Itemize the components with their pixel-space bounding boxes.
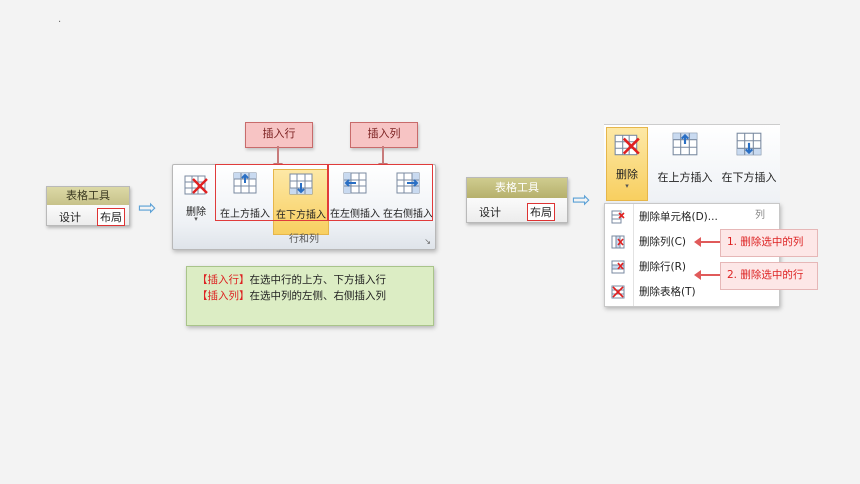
right-insert-above-icon <box>672 132 698 156</box>
annotation-arrow-column <box>694 237 720 247</box>
table-tools-tabs: 设计 布局 <box>47 205 129 226</box>
insert-row-highlight-frame <box>215 164 329 221</box>
delete-table-icon <box>184 175 208 195</box>
tab-design[interactable]: 设计 <box>59 211 81 224</box>
menu-item-delete-row[interactable]: 删除行(R) <box>605 256 779 278</box>
right-tab-design[interactable]: 设计 <box>479 206 501 219</box>
right-delete-table-icon <box>614 134 640 156</box>
right-table-tools-title: 表格工具 <box>467 178 567 198</box>
partial-column-label: 列 <box>755 210 765 221</box>
menu-separator <box>633 204 634 306</box>
callout-arrow-col <box>378 146 388 169</box>
delete-table-label: 删除表格(T) <box>639 286 696 298</box>
arrow-right-icon-2: ⇨ <box>572 188 591 213</box>
right-ribbon: 删除 ▾ 在上方插入 在下方插入 <box>604 124 780 204</box>
right-insert-below-button[interactable]: 在下方插入 <box>718 129 780 185</box>
callout-arrow-row <box>273 146 283 169</box>
callout-insert-row: 插入行 <box>245 122 313 148</box>
right-insert-above-button[interactable]: 在上方插入 <box>654 129 716 185</box>
delete-cells-label: 删除单元格(D)... <box>639 211 718 223</box>
rows-columns-ribbon-group: 删除 ▾ 在上方插入 在下方插入 在左侧插入 <box>172 164 436 250</box>
insert-above-icon <box>233 172 257 194</box>
callout-insert-col: 插入列 <box>350 122 418 148</box>
delete-row-label: 删除行(R) <box>639 261 686 273</box>
table-tools-tab-group: 表格工具 设计 布局 <box>46 186 130 226</box>
delete-label: 删除 <box>186 207 206 218</box>
marker-dot: . <box>58 14 62 25</box>
right-chevron-down-icon: ▾ <box>625 182 629 190</box>
right-table-tools-tabs: 设计 布局 <box>467 198 567 222</box>
right-tab-layout[interactable]: 布局 <box>527 203 555 221</box>
insert-right-button[interactable]: 在右侧插入 <box>381 169 435 221</box>
group-label: 行和列 <box>289 234 319 245</box>
tab-layout[interactable]: 布局 <box>97 208 125 226</box>
right-insert-below-icon <box>736 132 762 156</box>
insert-notes-box: 【插入行】在选中行的上方、下方插入行 【插入列】在选中列的左侧、右侧插入列 <box>186 266 434 326</box>
right-delete-button[interactable]: 删除 ▾ <box>606 127 648 201</box>
right-delete-label: 删除 <box>616 168 638 181</box>
delete-button[interactable]: 删除 ▾ <box>179 171 213 227</box>
menu-item-delete-table[interactable]: 删除表格(T) <box>605 281 779 303</box>
insert-above-button[interactable]: 在上方插入 <box>219 169 271 221</box>
insert-right-icon <box>396 172 420 194</box>
chevron-down-icon: ▾ <box>194 215 198 223</box>
annotation-delete-row: 2. 删除选中的行 <box>720 262 818 290</box>
right-insert-above-label: 在上方插入 <box>657 171 713 184</box>
note-line-1: 【插入行】在选中行的上方、下方插入行 <box>197 274 386 286</box>
table-tools-title: 表格工具 <box>47 187 129 205</box>
insert-left-icon <box>343 172 367 194</box>
insert-below-button[interactable]: 在下方插入 <box>273 169 329 235</box>
insert-col-highlight-frame <box>327 164 433 221</box>
insert-above-label: 在上方插入 <box>220 209 270 220</box>
arrow-right-icon: ⇨ <box>138 196 157 221</box>
dialog-launcher-icon[interactable]: ↘ <box>424 237 431 246</box>
annotation-delete-column: 1. 删除选中的列 <box>720 229 818 257</box>
delete-column-icon <box>611 235 625 249</box>
insert-right-label: 在右侧插入 <box>383 209 433 220</box>
menu-item-delete-column[interactable]: 删除列(C) <box>605 231 779 253</box>
annotation-arrow-row <box>694 270 720 280</box>
insert-left-button[interactable]: 在左侧插入 <box>329 169 381 221</box>
insert-left-label: 在左侧插入 <box>330 209 380 220</box>
menu-item-delete-cells[interactable]: 删除单元格(D)... <box>605 206 779 228</box>
right-insert-below-label: 在下方插入 <box>721 171 777 184</box>
right-table-tools-tab-group: 表格工具 设计 布局 <box>466 177 568 223</box>
insert-below-label: 在下方插入 <box>276 210 326 221</box>
delete-column-label: 删除列(C) <box>639 236 687 248</box>
note-line-2: 【插入列】在选中列的左侧、右侧插入列 <box>197 290 386 302</box>
insert-below-icon <box>289 173 313 195</box>
delete-table-icon-small <box>611 285 625 299</box>
delete-row-icon <box>611 260 625 274</box>
delete-cells-icon <box>611 210 625 224</box>
